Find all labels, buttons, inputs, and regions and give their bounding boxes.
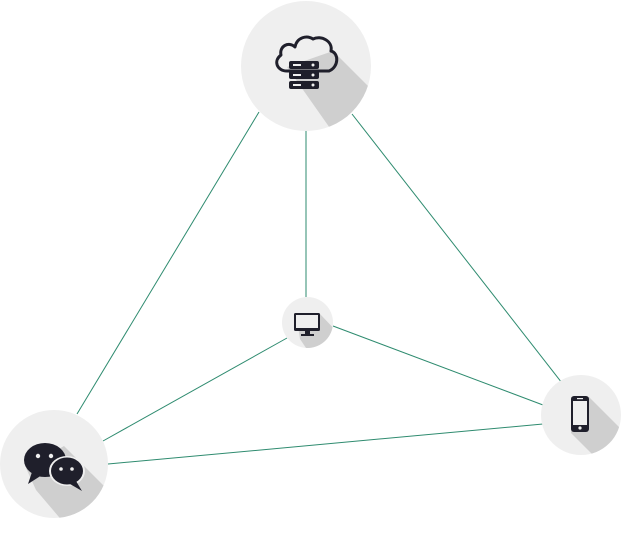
- link-desktop-phone: [332, 325, 544, 406]
- link-desktop-chat: [102, 337, 288, 442]
- desktop-node: [282, 297, 333, 348]
- smartphone-icon: [571, 396, 621, 455]
- desktop-monitor-icon: [294, 313, 333, 348]
- link-chat-phone: [107, 423, 544, 465]
- phone-node: [541, 375, 621, 455]
- cloud-server-node: [241, 1, 371, 131]
- cloud-server-icon: [275, 35, 371, 131]
- chat-node: [0, 410, 108, 518]
- chat-bubbles-icon: [24, 443, 108, 518]
- link-cloud-chat: [76, 111, 260, 415]
- link-cloud-phone: [351, 113, 563, 384]
